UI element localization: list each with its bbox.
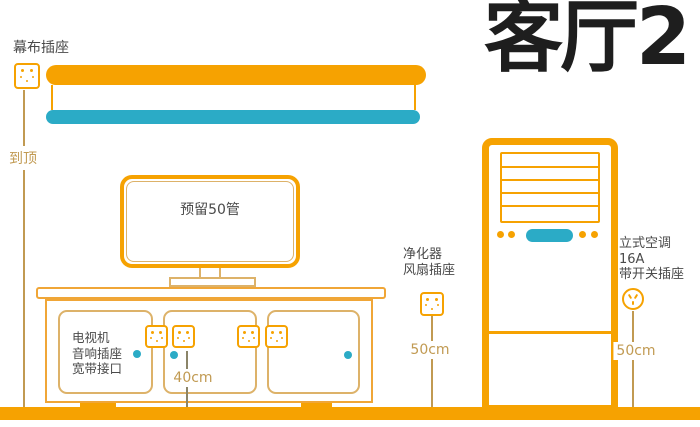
ac-button-dot-1 (497, 231, 504, 238)
measure-line-50cm-left (431, 316, 433, 407)
socket-hole (20, 69, 24, 73)
ac-vent-grille-icon (500, 152, 600, 223)
cabinet-sockets-label: 电视机 音响插座 宽带接口 (72, 330, 122, 377)
page-title: 客厅2 (484, 0, 691, 83)
measure-50cm-right-label: 50cm (613, 342, 659, 360)
cable-port-dot-1 (133, 350, 141, 358)
ac-display-pill (526, 229, 573, 242)
ac-button-dot-3 (579, 231, 586, 238)
cabinet-label-line1: 电视机 (72, 330, 110, 345)
ac-label-line2: 16A (619, 251, 645, 267)
cabinet-label-line2: 音响插座 (72, 345, 123, 361)
purifier-socket-icon (420, 292, 444, 316)
screen-connector-left (51, 85, 53, 110)
cabinet-label-line3: 宽带接口 (72, 361, 123, 376)
tv-screen-frame (126, 181, 294, 262)
cabinet-leg-right (301, 401, 332, 408)
air-conditioner (482, 138, 618, 412)
ac-label-line1: 立式空调 (619, 236, 672, 251)
tv-socket-icon-3 (237, 325, 260, 348)
socket-hole (19, 76, 22, 79)
ceiling-guide-line (23, 90, 25, 407)
cabinet-leg-left (80, 401, 116, 408)
measure-40cm-label: 40cm (170, 369, 216, 387)
ac-socket-icon (622, 288, 644, 310)
ac-button-dot-2 (508, 231, 515, 238)
ac-body-divider (489, 331, 611, 334)
tv-reserve-pipe-label: 预留50管 (180, 202, 240, 218)
tv: 预留50管 (120, 175, 300, 268)
cable-port-dot-3 (344, 351, 352, 359)
cable-port-dot-2 (170, 351, 178, 359)
purifier-label-line2: 风扇插座 (403, 262, 456, 278)
tv-stand-neck (199, 268, 221, 278)
screen-connector-right (414, 85, 416, 110)
tv-socket-icon-1 (145, 325, 168, 348)
projector-screen-bar (46, 110, 420, 124)
cabinet-countertop (36, 287, 386, 299)
tv-socket-icon-2 (172, 325, 195, 348)
screen-socket-label: 幕布插座 (13, 40, 69, 56)
tv-stand-base (169, 277, 256, 287)
ac-socket-label: 立式空调 16A 带开关插座 (619, 236, 684, 283)
to-ceiling-label: 到顶 (7, 146, 39, 170)
ac-label-line3: 带开关插座 (619, 267, 685, 282)
socket-hole (32, 76, 35, 79)
socket-hole (26, 79, 29, 82)
socket-hole (30, 69, 34, 73)
tv-socket-icon-4 (265, 325, 288, 348)
ac-button-dot-4 (591, 231, 598, 238)
measure-50cm-left-label: 50cm (407, 341, 453, 359)
screen-socket-icon (14, 63, 40, 89)
purifier-socket-label: 净化器 风扇插座 (403, 247, 455, 278)
purifier-label-line1: 净化器 (403, 247, 443, 262)
projector-screen-housing (46, 65, 426, 85)
